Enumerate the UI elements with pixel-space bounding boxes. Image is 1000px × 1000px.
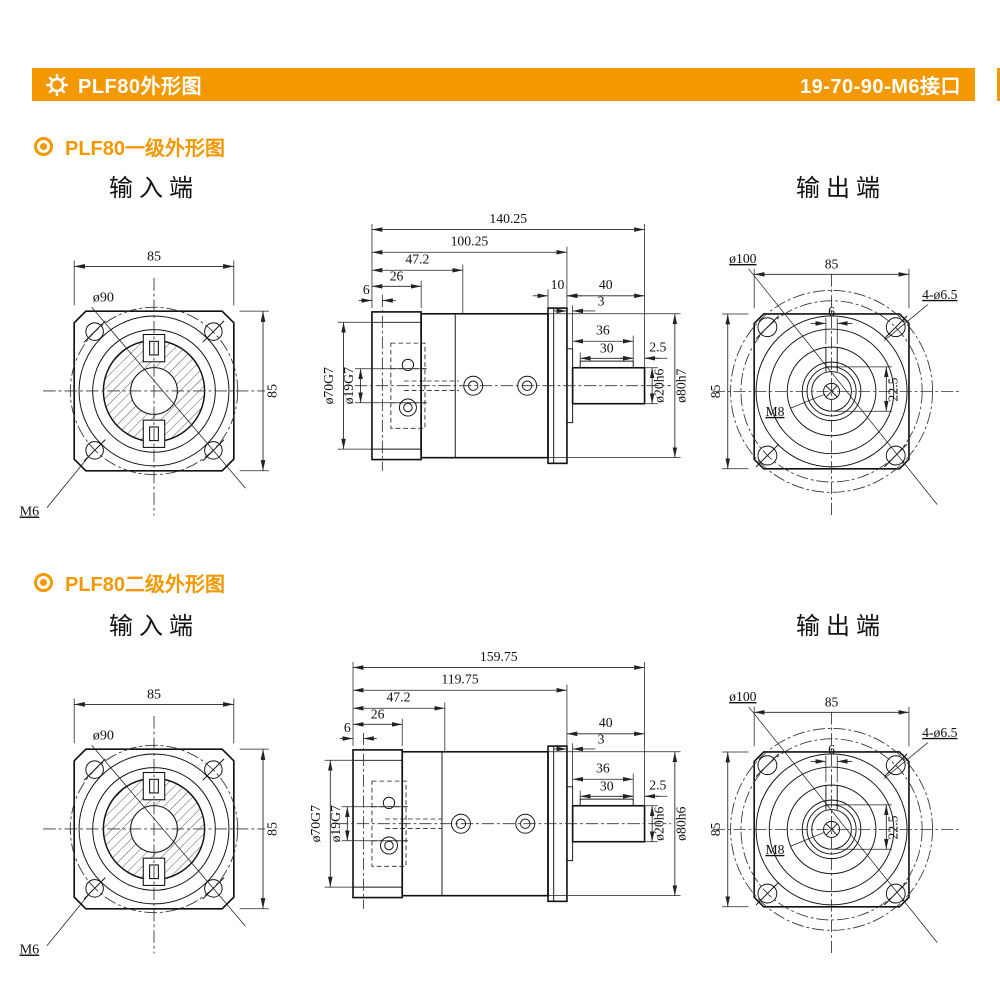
dim-input-thread: M6 — [20, 504, 40, 520]
dim-key-gap: 2.5 — [649, 340, 666, 355]
dim-output-thread: M8 — [765, 404, 784, 419]
header-bar: PLF80外形图 19-70-90-M6接口 — [32, 68, 975, 101]
dim-input-height: 85 — [265, 822, 281, 836]
dim-front: 47.2 — [386, 690, 410, 705]
dim-shaft-dia: ø20h6 — [651, 368, 666, 402]
dim-output-bolt-circle: ø100 — [729, 251, 757, 266]
section2-side-view: 6 26 47.2 119.75 159.75 40 3 36 3 — [300, 620, 690, 947]
dim-mid: 119.75 — [441, 672, 478, 687]
dim-bore-dia: ø19G7 — [341, 367, 356, 404]
dim-output-width: 85 — [825, 257, 839, 272]
dim-collar: 10 — [551, 277, 565, 292]
dim-body-dia: ø80h7 — [673, 368, 688, 402]
dim-output-thread: M8 — [765, 842, 784, 857]
section2-title-text: PLF80二级外形图 — [65, 574, 226, 596]
section1-title: PLF80一级外形图 — [34, 132, 225, 161]
dim-boss: 3 — [598, 731, 605, 746]
dim-shaft-dia: ø20h6 — [651, 806, 666, 840]
section2-input-view: 输入端 85 — [8, 606, 300, 975]
dim-key-len: 30 — [600, 779, 614, 794]
dim-output-height: 85 — [708, 822, 723, 836]
header-title: PLF80外形图 — [78, 76, 203, 98]
dim-output-holes: 4-ø6.5 — [922, 287, 957, 302]
dim-flange: 26 — [371, 707, 385, 722]
dim-key-end: 36 — [596, 761, 610, 776]
output-end-drawing: 85 85 6 22.5 ø100 4-ø6.5 M8 — [708, 689, 960, 954]
section2-row: 输入端 85 — [8, 606, 992, 975]
output-end-label: 输出端 — [796, 176, 886, 202]
section1-output-view: 输出端 — [690, 168, 992, 533]
input-end-label: 输入端 — [109, 176, 199, 202]
dim-shaft-len: 40 — [599, 277, 613, 292]
section2-title: PLF80二级外形图 — [34, 568, 225, 597]
dim-offset: 6 — [344, 720, 351, 735]
bullet-icon — [34, 137, 53, 156]
dim-mid: 100.25 — [451, 234, 489, 249]
dim-total: 159.75 — [480, 649, 518, 664]
dim-input-thread: M6 — [20, 942, 40, 958]
dim-key-depth: 22.5 — [886, 815, 901, 839]
dim-shaft-len: 40 — [599, 715, 613, 730]
dim-output-holes: 4-ø6.5 — [922, 725, 957, 740]
dim-offset: 6 — [363, 282, 370, 297]
dim-bore-dia: ø19G7 — [328, 805, 343, 842]
section1-title-text: PLF80一级外形图 — [65, 138, 226, 160]
gear-icon — [46, 73, 68, 96]
output-end-drawing: 85 85 6 22.5 ø100 4-ø6.5 M8 — [708, 251, 960, 516]
dim-input-height: 85 — [265, 384, 281, 398]
dim-input-width: 85 — [147, 687, 161, 703]
dim-boss: 3 — [598, 293, 605, 308]
dim-key-gap: 2.5 — [649, 778, 666, 793]
dim-output-bolt-circle: ø100 — [729, 689, 757, 704]
dim-pilot-dia: ø70G7 — [321, 367, 336, 404]
dim-output-height: 85 — [708, 384, 723, 398]
dim-output-width: 85 — [825, 695, 839, 710]
side-drawing: 6 26 47.2 119.75 159.75 40 3 36 3 — [308, 649, 688, 909]
output-end-label: 输出端 — [796, 614, 886, 640]
dim-key-width: 6 — [828, 742, 835, 757]
dim-input-width: 85 — [147, 249, 161, 265]
dim-pilot-dia: ø70G7 — [308, 805, 323, 842]
dim-key-width: 6 — [828, 304, 835, 319]
dim-key-depth: 22.5 — [886, 377, 901, 401]
dim-key-end: 36 — [596, 323, 610, 338]
bullet-icon — [34, 573, 53, 592]
dim-input-bolt-circle: ø90 — [93, 727, 114, 743]
section1-input-view: 输入端 85 — [8, 168, 300, 537]
side-drawing: 6 26 47.2 100.25 140.25 10 40 3 — [321, 211, 688, 471]
dim-input-bolt-circle: ø90 — [93, 289, 114, 305]
interface-badge: 19-70-90-M6接口 — [799, 76, 961, 98]
dim-flange: 26 — [390, 269, 404, 284]
dim-key-len: 30 — [600, 341, 614, 356]
section2-output-view: 输出端 — [690, 606, 992, 971]
dim-body-dia: ø80h6 — [673, 806, 688, 840]
header-edge-mark — [997, 68, 1000, 101]
dim-total: 140.25 — [489, 211, 527, 226]
input-end-label: 输入端 — [109, 614, 199, 640]
input-end-drawing: 85 85 ø90 M6 — [20, 249, 281, 520]
section1-row: 输入端 85 — [8, 168, 992, 537]
section1-side-view: 6 26 47.2 100.25 140.25 10 40 3 — [300, 182, 690, 509]
input-end-drawing: 85 85 ø90 M6 — [20, 687, 281, 958]
dim-front: 47.2 — [405, 252, 429, 267]
